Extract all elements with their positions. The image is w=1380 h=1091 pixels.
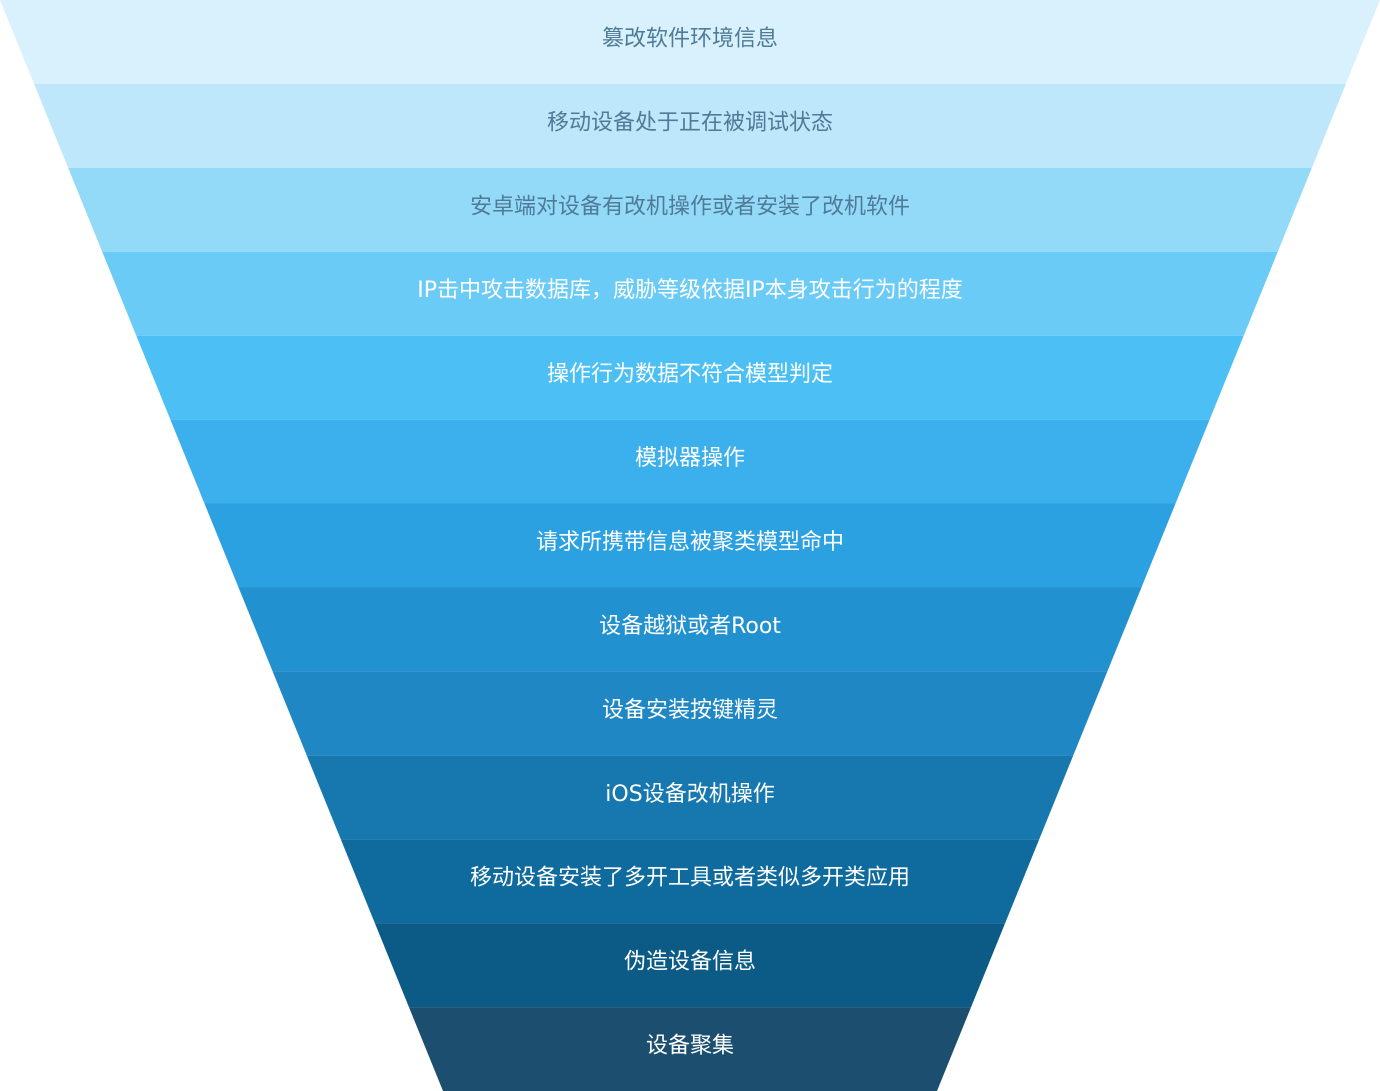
funnel-stage-band — [0, 0, 1380, 84]
funnel-stage: 篡改软件环境信息 — [0, 0, 1380, 84]
funnel-stage: 安卓端对设备有改机操作或者安装了改机软件 — [68, 167, 1312, 252]
funnel-stage-band — [340, 839, 1040, 924]
funnel-stage-label: 篡改软件环境信息 — [602, 26, 778, 51]
funnel-stage: 设备安装按键精灵 — [272, 671, 1108, 756]
funnel-stage: iOS设备改机操作 — [306, 755, 1074, 840]
funnel-stage-label: 设备越狱或者Root — [599, 614, 781, 639]
funnel-stage: 请求所携带信息被聚类模型命中 — [204, 503, 1176, 588]
funnel-stage-label: 设备聚集 — [646, 1034, 734, 1059]
funnel-stage-label: 请求所携带信息被聚类模型命中 — [536, 530, 844, 555]
funnel-stage-label: 移动设备处于正在被调试状态 — [547, 110, 833, 135]
funnel-stage-band — [204, 503, 1176, 588]
funnel-stage-label: 移动设备安装了多开工具或者类似多开类应用 — [470, 866, 910, 891]
funnel-stage: 操作行为数据不符合模型判定 — [136, 335, 1244, 420]
funnel-stage: 移动设备处于正在被调试状态 — [34, 83, 1346, 168]
funnel-stage-label: 操作行为数据不符合模型判定 — [547, 362, 833, 387]
funnel-stage-label: 设备安装按键精灵 — [602, 698, 778, 723]
funnel-stage-band — [408, 1007, 972, 1091]
funnel-stage-label: 模拟器操作 — [635, 446, 745, 471]
funnel-stage-label: IP击中攻击数据库，威胁等级依据IP本身攻击行为的程度 — [417, 278, 963, 303]
funnel-stage-band — [34, 83, 1346, 168]
funnel-stage-band — [170, 419, 1210, 504]
funnel-stage: IP击中攻击数据库，威胁等级依据IP本身攻击行为的程度 — [102, 251, 1278, 336]
funnel-stage-band — [272, 671, 1108, 756]
funnel-stage: 设备聚集 — [408, 1007, 972, 1091]
funnel-stage-band — [374, 923, 1006, 1008]
funnel-stage-band — [238, 587, 1142, 672]
funnel-stage-band — [68, 167, 1312, 252]
funnel-stage-label: 伪造设备信息 — [624, 950, 756, 975]
funnel-stage: 伪造设备信息 — [374, 923, 1006, 1008]
funnel-stage-label: iOS设备改机操作 — [605, 782, 774, 807]
funnel-stage: 移动设备安装了多开工具或者类似多开类应用 — [340, 839, 1040, 924]
funnel-stage: 模拟器操作 — [170, 419, 1210, 504]
funnel-stage-band — [102, 251, 1278, 336]
funnel-stage: 设备越狱或者Root — [238, 587, 1142, 672]
funnel-stage-label: 安卓端对设备有改机操作或者安装了改机软件 — [470, 194, 910, 219]
funnel-stage-band — [306, 755, 1074, 840]
funnel-stage-band — [136, 335, 1244, 420]
